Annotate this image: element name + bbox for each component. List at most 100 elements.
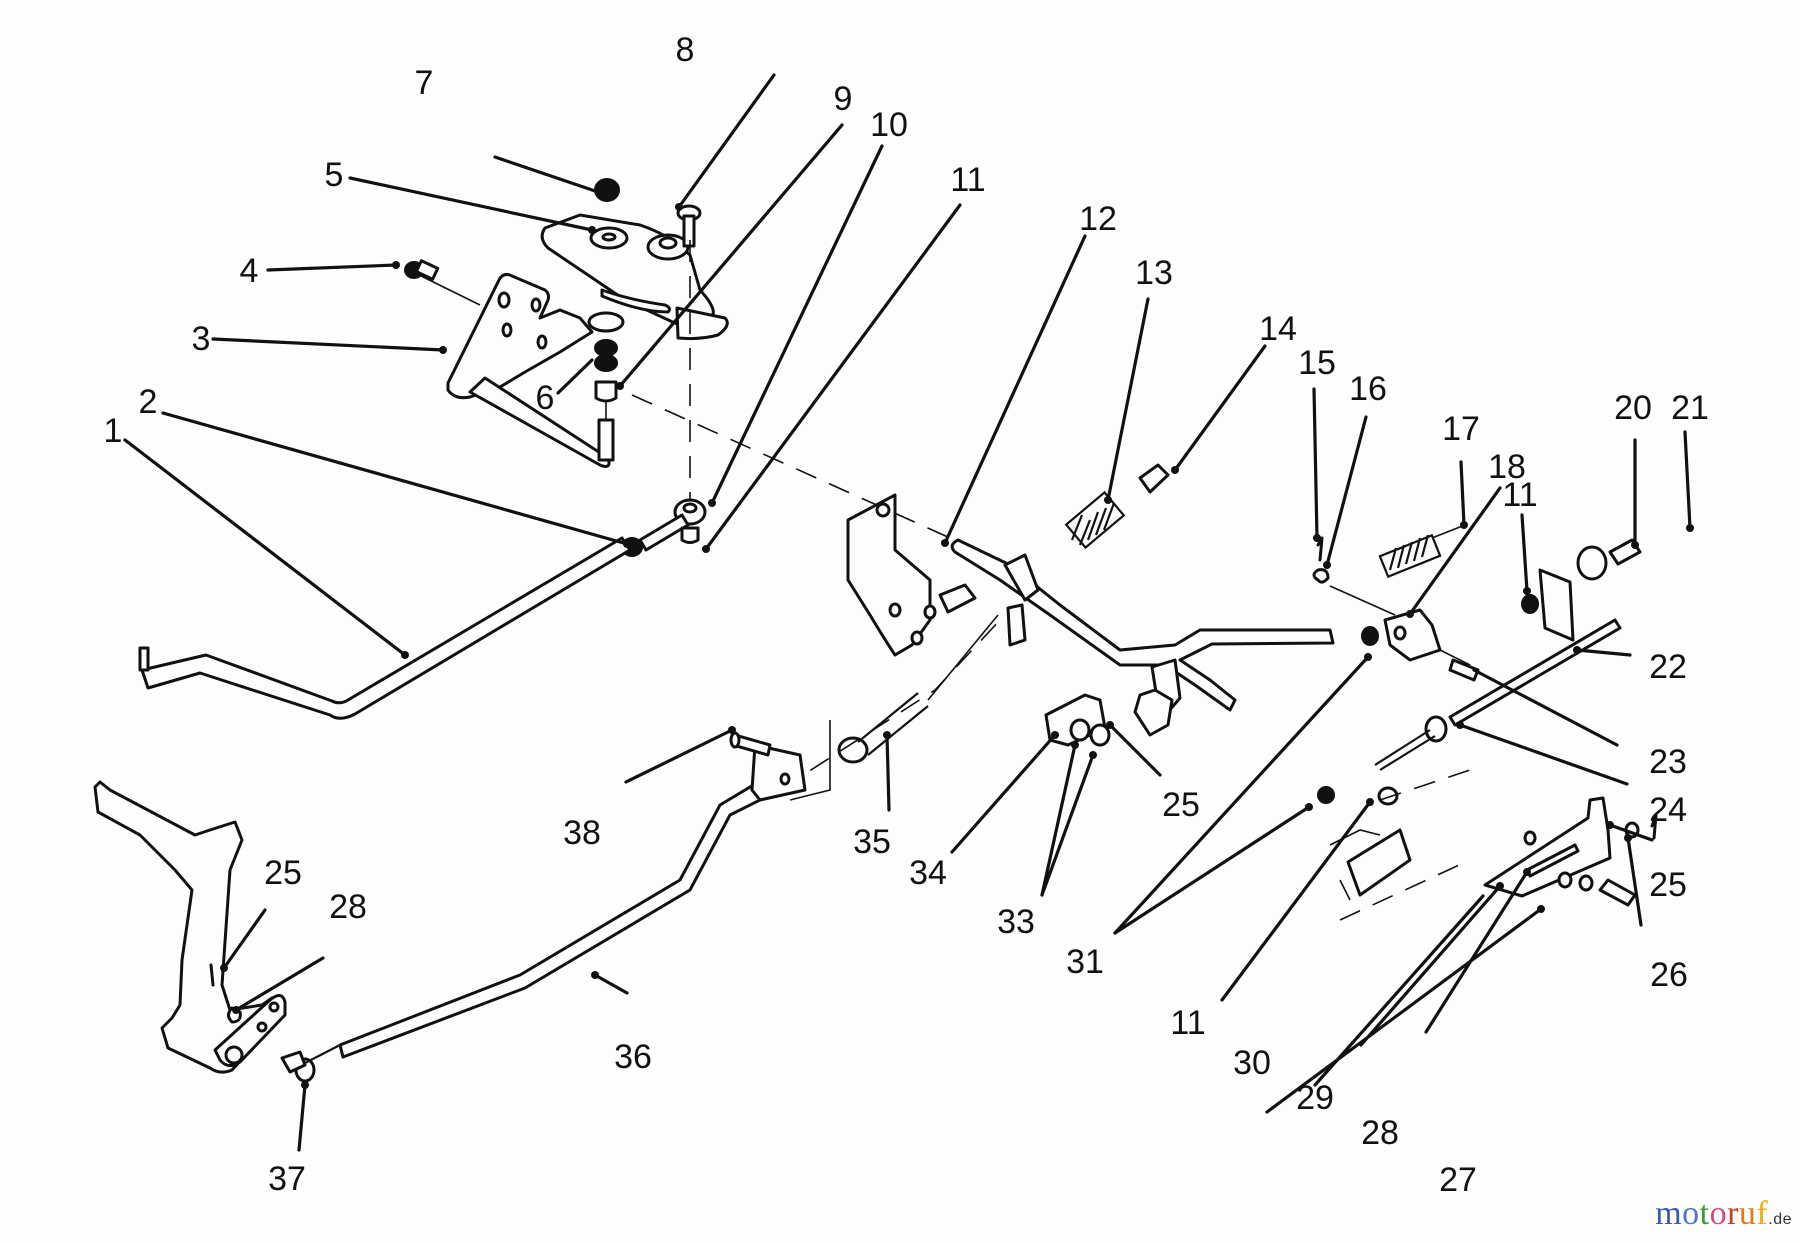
callout-8: 8 [675,31,695,69]
callout-38: 38 [563,814,601,852]
callout-24: 24 [1649,791,1687,829]
spring-13 [1064,490,1126,550]
spring-17 [1378,524,1466,579]
washer-11-lower [1377,786,1399,806]
spacer-9 [594,380,618,403]
callout-12: 12 [1079,200,1117,238]
callout-26: 26 [1650,956,1688,994]
callout-22: 22 [1649,648,1687,686]
washer-16 [1312,568,1330,584]
cotter-pin-25 [1650,813,1658,840]
logo-letter: u [1738,1195,1757,1232]
quadrant-slot [600,288,671,314]
rod-36 [338,773,782,1059]
logo-letter: o [1682,1195,1700,1232]
callout-11: 11 [950,161,986,199]
callout-25-center: 25 [1162,786,1200,824]
washer-20 [1576,545,1608,581]
rod-1-stud [138,646,150,672]
callout-7: 7 [414,64,434,102]
logo-letter: m [1655,1195,1683,1232]
plate-22 [1538,568,1575,642]
rod-1 [140,536,632,720]
lever-bracket-30 [1483,796,1612,898]
spacer-29 [1557,871,1573,889]
rod-end-hole [682,502,698,514]
callout-25-right: 25 [1649,866,1687,904]
callout-29: 29 [1296,1079,1334,1117]
shaft-end [1133,688,1174,737]
center-assembly [846,493,1335,714]
callout-34: 34 [909,854,947,892]
callout-21: 21 [1671,389,1709,427]
callout-10: 10 [870,106,908,144]
rod-end-thread [638,513,690,552]
bracket-hole [501,322,513,338]
rod-end-35-eye [837,736,869,764]
callout-28-left: 28 [329,888,367,926]
bracket-hole [497,291,511,309]
bushing-hole [658,236,678,250]
shaft-tab [1003,553,1040,602]
callout-13: 13 [1135,254,1173,292]
washer-28 [1578,874,1594,892]
callout-14: 14 [1259,310,1297,348]
bracket-hole [530,297,542,313]
washer-33b [1089,723,1111,747]
callout-5: 5 [324,156,344,194]
callout-25-left: 25 [264,854,302,892]
callout-36: 36 [614,1038,652,1076]
callout-27: 27 [1439,1161,1477,1199]
clevis-36 [750,743,807,802]
pin-23 [1448,658,1480,682]
callout-17: 17 [1442,410,1480,448]
callout-30: 30 [1233,1044,1271,1082]
callout-28: 28 [1361,1114,1399,1152]
shaft-12 [950,538,1335,712]
nut-31-lower [1317,786,1335,804]
callout-1: 1 [103,412,123,450]
callout-18: 18 [1488,448,1526,486]
bolt-4-shank [414,259,440,281]
callout-20: 20 [1614,389,1652,427]
logo-letter: r [1727,1195,1739,1232]
frame-plate [846,493,932,657]
logo-tld: .de [1768,1211,1792,1228]
callout-23: 23 [1649,743,1687,781]
threaded-rod [1374,729,1436,771]
callout-11-right: 11 [1502,476,1538,514]
screw-8-shank [682,214,696,248]
callout-37: 37 [268,1160,306,1198]
logo-letter: f [1756,1195,1769,1232]
washer-6b [594,354,618,372]
callout-9: 9 [833,80,853,118]
callout-35: 35 [853,823,891,861]
washer [587,311,625,333]
washer-5-hole [601,232,617,242]
callout-6: 6 [535,379,555,417]
callout-4: 4 [239,252,259,290]
leader-group [123,73,1692,1152]
logo-letter: t [1699,1195,1710,1232]
cotter-pin-25-left [209,963,215,987]
callout-3: 3 [191,320,211,358]
logo-letter: o [1709,1195,1728,1232]
callout-31: 31 [1066,943,1104,981]
cotter-pin-15 [1316,536,1324,562]
nut-31 [1361,626,1379,646]
callout-11-lower: 11 [1170,1004,1206,1042]
mounting-bracket [446,272,594,400]
ferrule-24 [1424,715,1448,743]
nut-11-right [1521,594,1539,614]
switch [1346,828,1412,897]
callout-33: 33 [997,903,1035,941]
leader-dots [220,189,1694,1089]
bolt-14 [1138,463,1170,494]
bracket-hole [536,334,548,350]
motoruf-watermark-logo: motoruf.de [1655,1195,1792,1233]
washer-33a [1069,718,1091,742]
shaft-pad [938,583,977,614]
